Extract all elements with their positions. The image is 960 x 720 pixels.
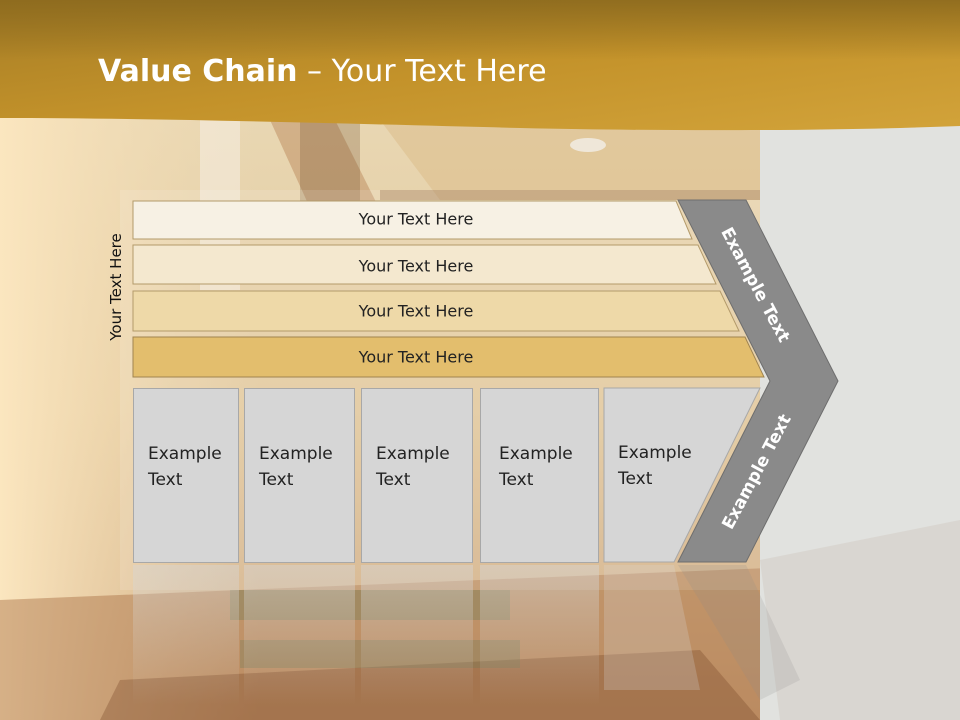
primary-box-2: Example Text <box>244 388 355 563</box>
primary-box-5-shape <box>603 387 761 563</box>
support-bar-2 <box>132 244 717 285</box>
support-bar-3 <box>132 290 740 332</box>
primary-box-1-label: Example Text <box>148 444 222 490</box>
support-bar-1-label: Your Text Here <box>358 209 474 229</box>
support-bar-4 <box>132 336 765 378</box>
primary-box-1: Example Text <box>133 388 239 563</box>
primary-box-2-label: Example Text <box>259 444 333 490</box>
primary-box-4-reflection <box>480 565 599 705</box>
primary-box-3-reflection <box>361 565 473 705</box>
primary-box-4: Example Text <box>480 388 599 563</box>
primary-box-5-label: Example Text <box>618 443 692 489</box>
primary-box-3-label: Example Text <box>376 444 450 490</box>
margin-chevron <box>677 199 839 563</box>
title-bold: Value Chain <box>98 54 298 89</box>
support-bar-3-label: Your Text Here <box>358 301 474 321</box>
primary-box-2-reflection <box>244 565 355 705</box>
primary-box-3: Example Text <box>361 388 473 563</box>
title-rest: – Your Text Here <box>297 54 547 89</box>
support-bar-2-label: Your Text Here <box>358 256 474 276</box>
primary-box-4-label: Example Text <box>499 444 573 490</box>
slide-title: Value Chain – Your Text Here <box>98 54 547 89</box>
support-bar-1 <box>132 200 693 240</box>
support-bar-4-label: Your Text Here <box>358 347 474 367</box>
primary-box-1-reflection <box>133 565 239 705</box>
